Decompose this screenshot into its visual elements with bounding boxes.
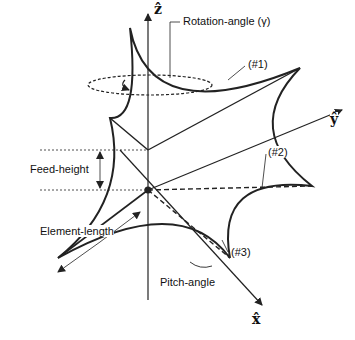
axis-label: x̂ xyxy=(252,312,260,327)
dim-arrow xyxy=(100,170,101,188)
leader-line xyxy=(170,22,180,78)
dim-line xyxy=(40,150,146,151)
z-axis xyxy=(147,14,148,300)
element-line xyxy=(58,190,148,258)
callout-number: (#2) xyxy=(268,146,288,158)
element-line xyxy=(148,68,300,150)
callout-number: (#1) xyxy=(248,58,268,70)
pitch-arc xyxy=(190,262,212,267)
dim-line xyxy=(40,190,146,191)
leader-line xyxy=(262,154,266,188)
rotation-ellipse xyxy=(88,75,212,95)
callout-number: (#3) xyxy=(231,246,251,258)
leader-line xyxy=(228,66,245,80)
leader-line xyxy=(222,240,228,252)
dimension-label: Feed-height xyxy=(30,163,89,175)
rotation-arrow xyxy=(123,80,129,90)
element-line xyxy=(110,118,148,150)
dimension-label: Pitch-angle xyxy=(160,276,215,288)
y-axis xyxy=(148,110,342,190)
axis-label: ẑ xyxy=(154,2,162,17)
axis-label: ŷ xyxy=(330,112,338,127)
dim-arrow xyxy=(100,152,101,170)
annotation-label: Rotation-angle (γ) xyxy=(183,15,270,27)
antenna-outline xyxy=(58,28,312,258)
dimension-label: Element-length xyxy=(40,225,114,237)
element-line xyxy=(148,190,230,258)
element-line xyxy=(148,186,312,190)
dim-arrow xyxy=(58,242,100,272)
